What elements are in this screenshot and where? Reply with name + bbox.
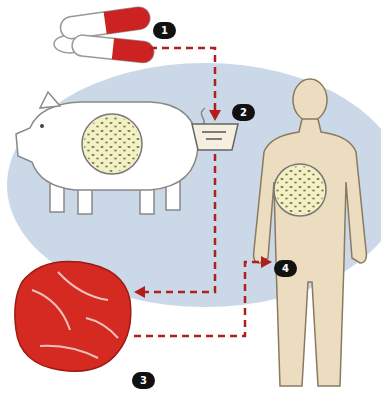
feed-trough (192, 124, 238, 150)
callout-number: 1 (153, 22, 176, 39)
pills (54, 6, 155, 64)
meat (15, 261, 131, 371)
callout-number: 3 (132, 372, 155, 389)
capsule (71, 34, 155, 63)
callout-number: 4 (274, 260, 297, 277)
bacteria-circle (274, 164, 326, 216)
arrowheads (134, 110, 272, 298)
callout-number: 2 (232, 104, 255, 121)
pig (16, 92, 205, 214)
flow-arrows (134, 48, 262, 336)
human (254, 79, 367, 386)
capsule (59, 6, 151, 40)
bacteria-circle (82, 114, 142, 174)
